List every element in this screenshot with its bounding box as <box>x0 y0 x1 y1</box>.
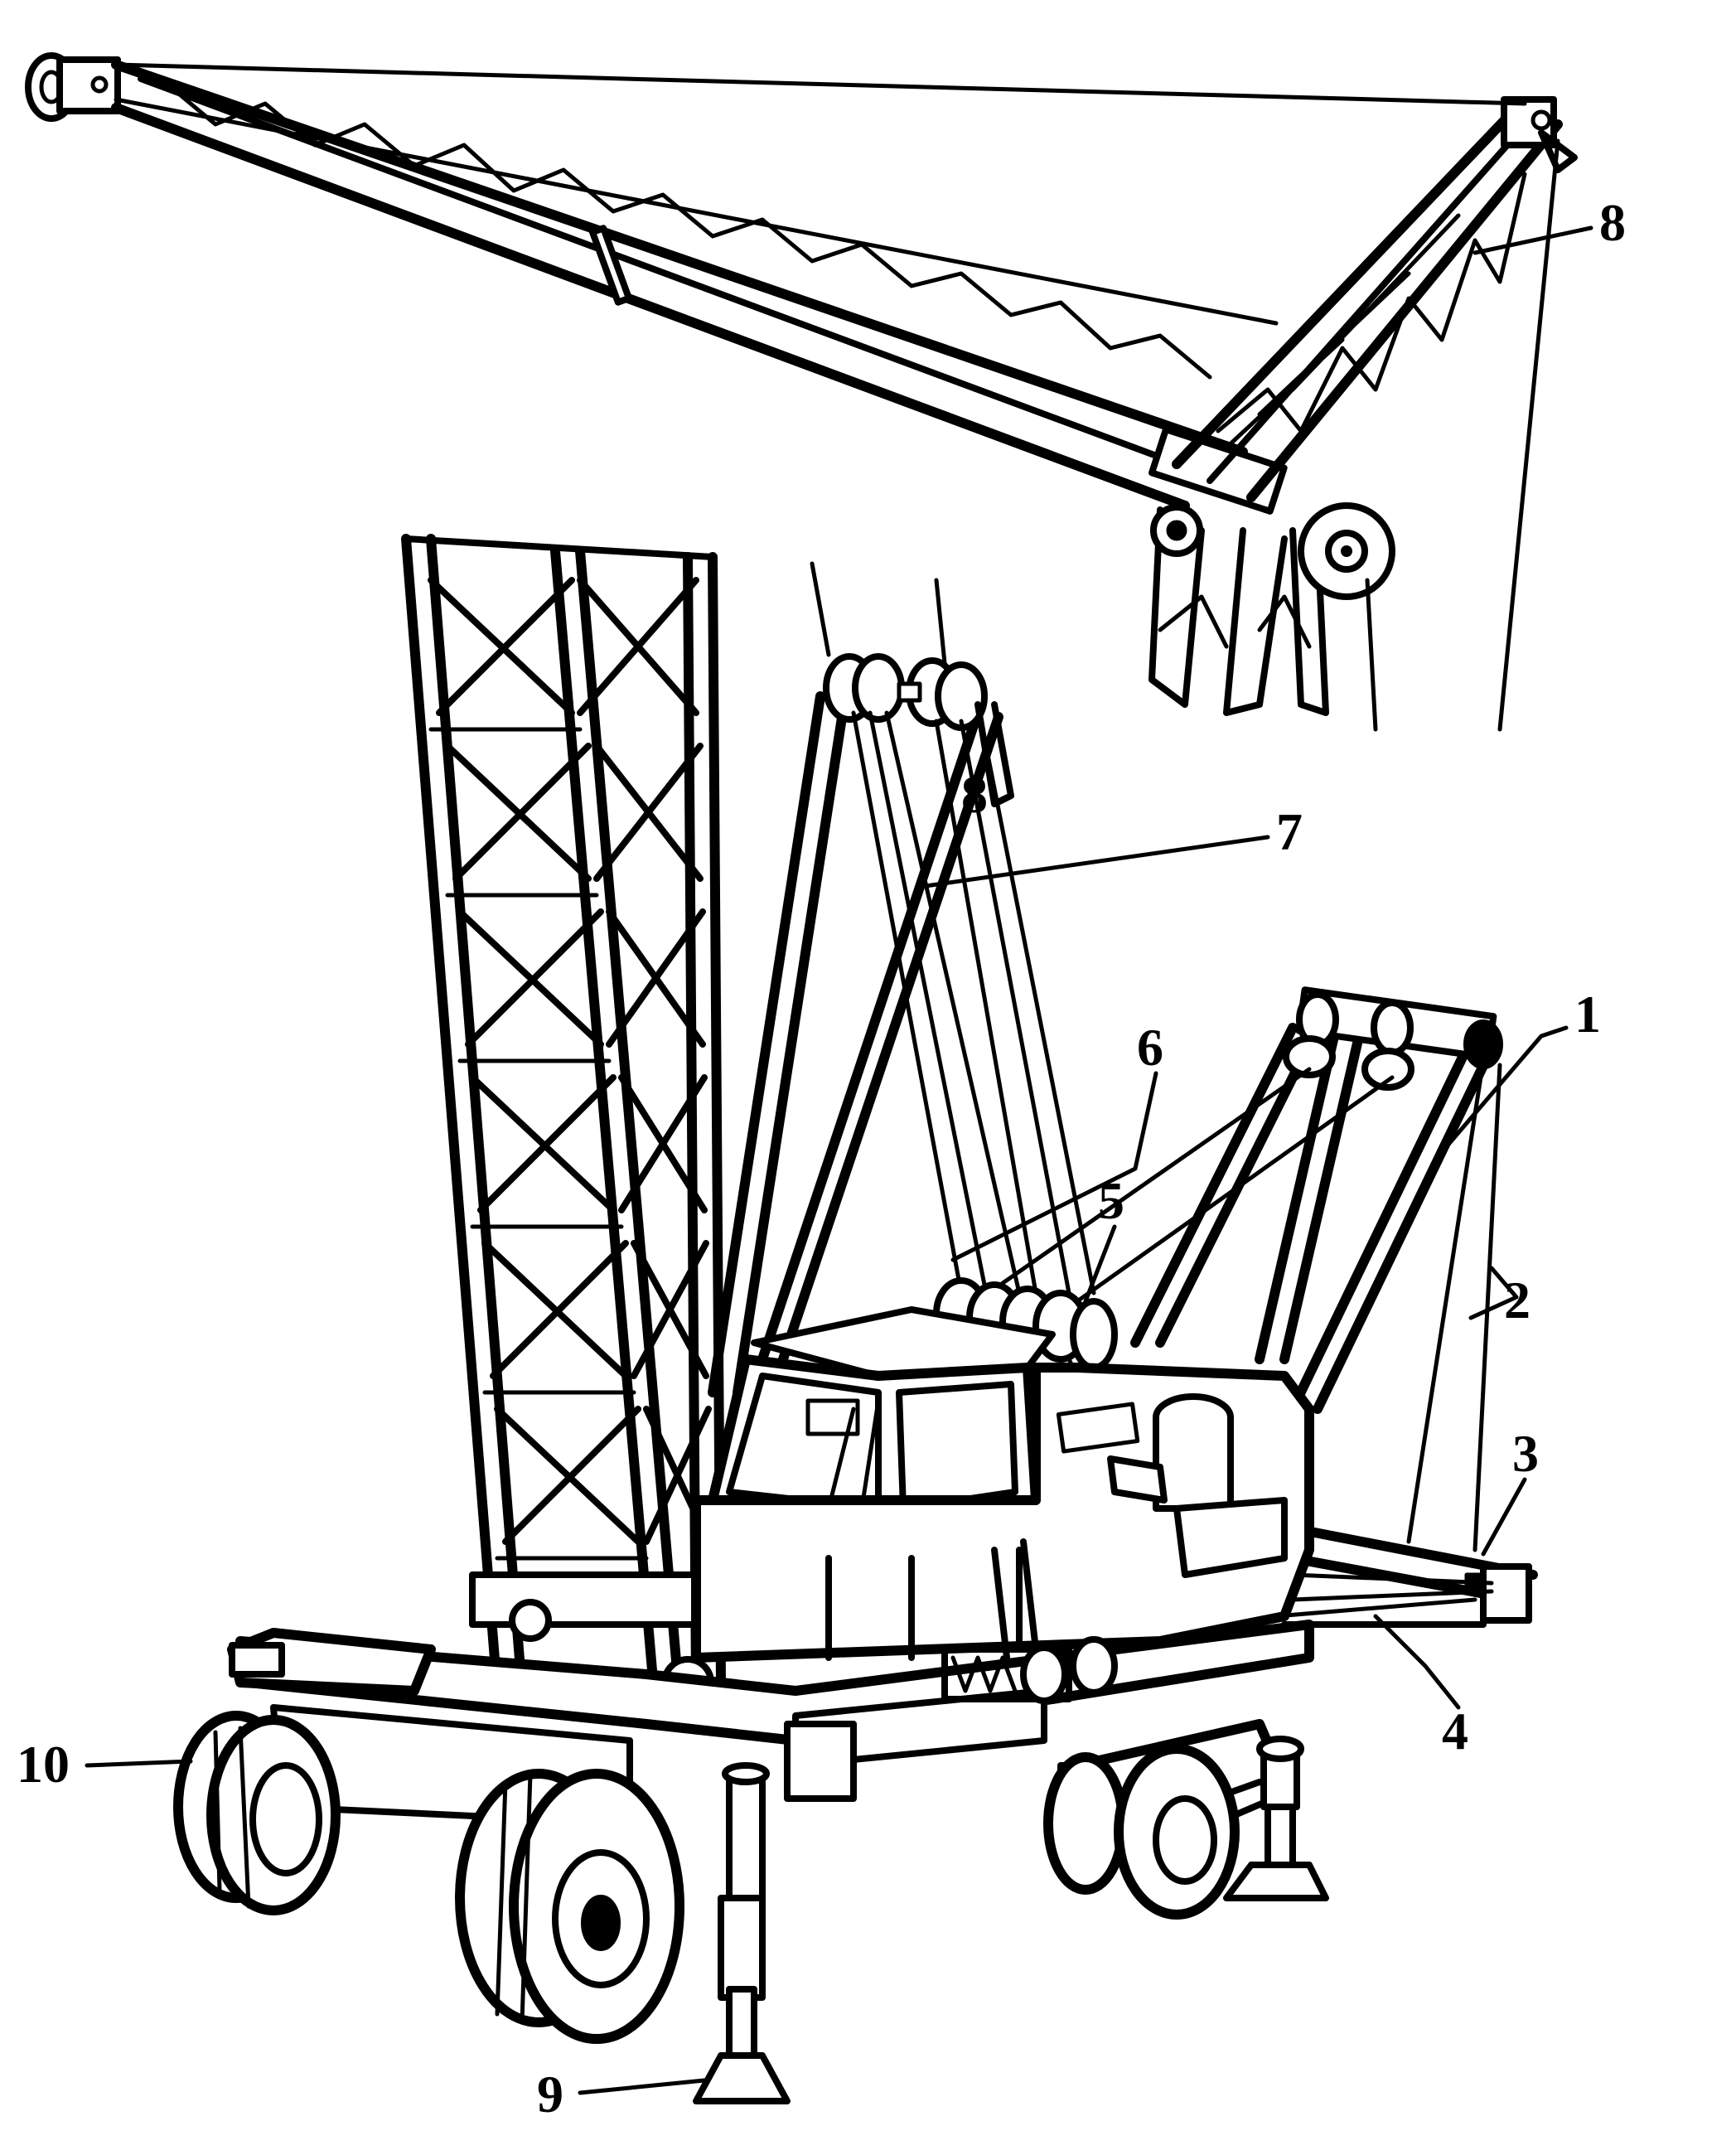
callout-3: 3 <box>1512 1424 1539 1483</box>
callout-labels: 1 2 3 4 5 6 7 8 9 10 <box>17 193 1626 2123</box>
outriggers <box>693 1736 1329 2104</box>
rear-gantry <box>950 986 1503 1552</box>
leader-2 <box>1468 1266 1519 1320</box>
leader-7 <box>917 835 1270 889</box>
cab-and-house <box>691 1306 1314 1663</box>
callout-8: 8 <box>1599 193 1626 252</box>
leader-3 <box>1481 1477 1527 1557</box>
callout-7: 7 <box>1276 802 1303 861</box>
boom-foot-frame <box>1148 502 1395 732</box>
leader-9 <box>578 2078 707 2095</box>
callout-5: 5 <box>1098 1171 1124 1230</box>
counter-jib <box>1271 1520 1538 1628</box>
leader-10 <box>85 1759 193 1768</box>
callout-10: 10 <box>17 1735 70 1794</box>
leader-5 <box>1083 1224 1117 1304</box>
upper-boom-extension <box>25 52 1578 732</box>
wheels <box>173 1711 1240 2044</box>
callout-6: 6 <box>1137 1018 1163 1077</box>
leader-8 <box>1472 225 1593 255</box>
callout-1: 1 <box>1574 985 1601 1044</box>
leader-lines <box>85 225 1593 2095</box>
a-frame-mast: 8 <box>708 561 1096 1397</box>
callout-9: 9 <box>537 2065 563 2123</box>
lattice-boom <box>401 534 726 1709</box>
callout-4: 4 <box>1442 1702 1468 1760</box>
leader-4 <box>1373 1614 1461 1710</box>
leader-1 <box>1439 1025 1569 1155</box>
callout-2: 2 <box>1504 1271 1530 1329</box>
boom-head-sheave <box>25 52 121 122</box>
leader-6 <box>950 1071 1158 1262</box>
